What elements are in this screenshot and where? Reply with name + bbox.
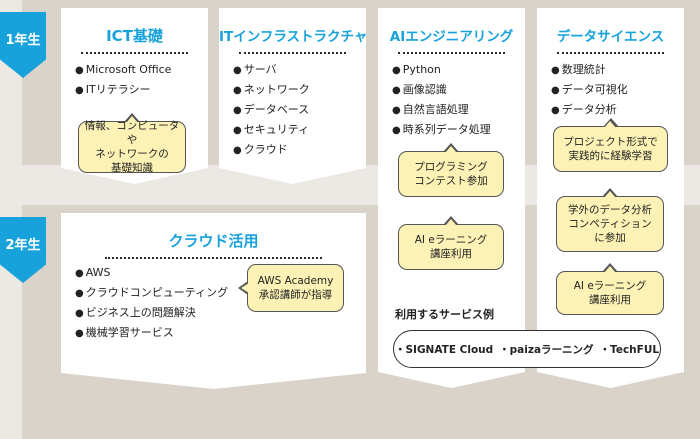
ai-card-title: AIエンジニアリング bbox=[389, 29, 514, 45]
ds-elearning-text: AI eラーニング 講座利用 bbox=[573, 280, 647, 306]
ai-elearning-text: AI eラーニング 講座利用 bbox=[414, 234, 488, 260]
services-label: 利用するサービス例 bbox=[395, 308, 494, 321]
infra-title-divider bbox=[239, 52, 346, 54]
list-item: 自然言語処理 bbox=[392, 100, 491, 120]
list-item: サーバ bbox=[233, 60, 310, 80]
ict-title-divider bbox=[81, 52, 188, 54]
ict-note-bubble: 情報、コンピュータや ネットワークの 基礎知識 bbox=[78, 113, 186, 174]
service-item: ・TechFUL bbox=[599, 343, 660, 356]
list-item: 画像認識 bbox=[392, 80, 491, 100]
cloud-instructor-text: AWS Academy 承認講師が指導 bbox=[257, 275, 334, 301]
ai-elearning-bubble: AI eラーニング 講座利用 bbox=[398, 216, 504, 270]
cloud-instructor-bubble: AWS Academy 承認講師が指導 bbox=[238, 264, 344, 312]
list-item: AWS bbox=[75, 263, 228, 283]
list-item: 時系列データ処理 bbox=[392, 120, 491, 140]
ds-card-title: データサイエンス bbox=[556, 29, 665, 45]
ai-card: AIエンジニアリング Python 画像認識 自然言語処理 時系列データ処理 bbox=[378, 8, 525, 388]
ai-contest-text: プログラミング コンテスト参加 bbox=[414, 161, 488, 187]
list-item: セキュリティ bbox=[233, 120, 310, 140]
ds-competition-text: 学外のデータ分析 コンペティション に参加 bbox=[568, 204, 652, 244]
list-item: データ分析 bbox=[551, 100, 628, 120]
list-item: 機械学習サービス bbox=[75, 323, 228, 343]
ds-item-list: 数理統計 データ可視化 データ分析 bbox=[551, 60, 628, 120]
list-item: Python bbox=[392, 60, 491, 80]
ai-title-divider bbox=[398, 52, 505, 54]
cloud-title-divider bbox=[105, 257, 322, 259]
ai-contest-bubble: プログラミング コンテスト参加 bbox=[398, 143, 504, 197]
list-item: データ可視化 bbox=[551, 80, 628, 100]
ds-elearning-bubble: AI eラーニング 講座利用 bbox=[556, 263, 664, 315]
service-item: ・SIGNATE Cloud bbox=[394, 343, 494, 356]
ds-project-text: プロジェクト形式で 実践的に経験学習 bbox=[563, 136, 658, 162]
list-item: Microsoft Office bbox=[75, 60, 171, 80]
ds-title-divider bbox=[557, 52, 664, 54]
list-item: 数理統計 bbox=[551, 60, 628, 80]
infra-item-list: サーバ ネットワーク データベース セキュリティ クラウド bbox=[233, 60, 310, 160]
ds-competition-bubble: 学外のデータ分析 コンペティション に参加 bbox=[556, 188, 664, 252]
list-item: クラウドコンピューティング bbox=[75, 283, 228, 303]
ict-item-list: Microsoft Office ITリテラシー bbox=[75, 60, 171, 100]
service-item: ・paizaラーニング bbox=[499, 343, 594, 356]
ict-note-text: 情報、コンピュータや ネットワークの 基礎知識 bbox=[84, 120, 180, 174]
list-item: ビジネス上の問題解決 bbox=[75, 303, 228, 323]
services-pill: ・SIGNATE Cloud ・paizaラーニング ・TechFUL bbox=[393, 330, 661, 368]
list-item: クラウド bbox=[233, 140, 310, 160]
infra-card: ITインフラストラクチャ サーバ ネットワーク データベース セキュリティ クラ… bbox=[219, 8, 366, 184]
ds-project-bubble: プロジェクト形式で 実践的に経験学習 bbox=[553, 118, 668, 172]
infra-card-title: ITインフラストラクチャ bbox=[219, 29, 368, 45]
list-item: データベース bbox=[233, 100, 310, 120]
list-item: ネットワーク bbox=[233, 80, 310, 100]
list-item: ITリテラシー bbox=[75, 80, 171, 100]
ai-item-list: Python 画像認識 自然言語処理 時系列データ処理 bbox=[392, 60, 491, 140]
ict-card-title: ICT基礎 bbox=[106, 27, 163, 45]
cloud-item-list: AWS クラウドコンピューティング ビジネス上の問題解決 機械学習サービス bbox=[75, 263, 228, 343]
cloud-card-title: クラウド活用 bbox=[168, 232, 259, 250]
